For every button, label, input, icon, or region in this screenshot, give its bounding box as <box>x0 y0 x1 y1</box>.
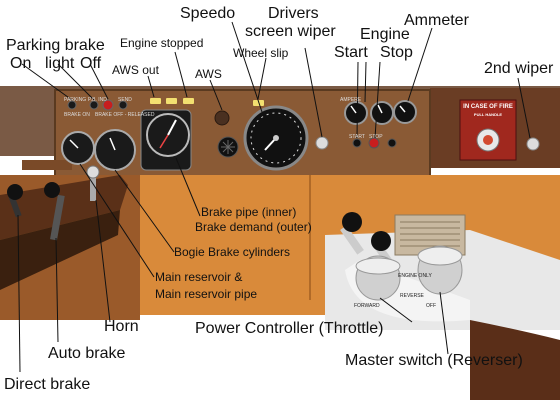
plate-send: SEND <box>118 97 132 103</box>
horn-lever <box>90 175 96 201</box>
label-stop: Stop <box>380 44 413 61</box>
plate-brake-on: BRAKE ON <box>64 112 90 118</box>
fire-title: IN CASE OF FIRE <box>463 104 513 110</box>
label-engine: Engine <box>360 26 410 43</box>
brake-stand-front <box>0 210 120 290</box>
aws-horn <box>214 110 230 126</box>
plate-pb-ind: P.B. IND <box>88 97 107 103</box>
label-ammeter: Ammeter <box>404 12 469 29</box>
label-main-reservoir: Main reservoir & <box>155 270 243 284</box>
label-auto-brake: Auto brake <box>48 345 126 362</box>
label-bogie-brake: Bogie Brake cylinders <box>174 245 291 259</box>
parking-brake-on-lamp <box>67 100 77 110</box>
label-master-switch: Master switch (Reverser) <box>345 352 523 369</box>
label-aws: AWS <box>195 67 222 81</box>
plate-ampere: AMPERE <box>340 97 362 103</box>
label-engine-stopped: Engine stopped <box>120 36 204 50</box>
parking-brake-aux-lamp <box>118 100 128 110</box>
drivers-wiper-knob <box>315 136 329 150</box>
second-wiper-knob <box>526 137 540 151</box>
plate-engine-only: ENGINE ONLY <box>398 273 432 279</box>
engine-stopped-lamp <box>183 98 194 104</box>
label-brake-demand: Brake demand (outer) <box>195 220 312 234</box>
label-speedo: Speedo <box>180 5 236 22</box>
aws-lamp-2 <box>166 98 177 104</box>
label-light: light <box>45 55 75 72</box>
throttle-handle <box>342 212 362 232</box>
engine-stop-button <box>368 137 380 149</box>
label-second-wiper: 2nd wiper <box>484 60 554 77</box>
parking-brake-off-button <box>102 99 114 111</box>
label-power-controller: Power Controller (Throttle) <box>195 320 384 337</box>
throttle-knob-2 <box>371 231 391 251</box>
label-start: Start <box>334 44 368 61</box>
label-parking-brake: Parking brake <box>6 37 105 54</box>
aws-lamp-1 <box>150 98 161 104</box>
parking-brake-light <box>89 100 99 110</box>
plate-forward: FORWARD <box>354 303 380 309</box>
label-screen-wiper: screen wiper <box>245 23 336 40</box>
engine-start-button <box>352 138 362 148</box>
plate-parking: PARKING <box>64 97 87 103</box>
label-brake-pipe: Brake pipe (inner) <box>201 205 297 219</box>
plate-stop: STOP <box>369 134 383 140</box>
left-trim <box>22 160 72 170</box>
label-aws-out: AWS out <box>112 63 159 77</box>
engine-aux-button <box>387 138 397 148</box>
label-drivers: Drivers <box>268 5 319 22</box>
label-main-reservoir-pipe: Main reservoir pipe <box>155 287 258 301</box>
fire-sub: PULL HANDLE <box>473 112 503 117</box>
plate-start: START <box>349 134 365 140</box>
label-wheel-slip: Wheel slip <box>233 46 289 60</box>
desk-edge <box>470 320 560 400</box>
pointer-lines <box>17 21 531 373</box>
auto-brake-handle <box>44 182 60 198</box>
plate-reverse: REVERSE <box>400 293 424 299</box>
direct-brake-handle <box>7 184 23 200</box>
label-off: Off <box>80 55 102 72</box>
label-direct-brake: Direct brake <box>4 376 91 393</box>
label-horn: Horn <box>104 318 139 335</box>
plate-brake-off: BRAKE OFF - RELEASED <box>95 112 155 118</box>
label-parking-brake-on: On <box>10 55 32 72</box>
plate-off: OFF <box>426 303 436 309</box>
